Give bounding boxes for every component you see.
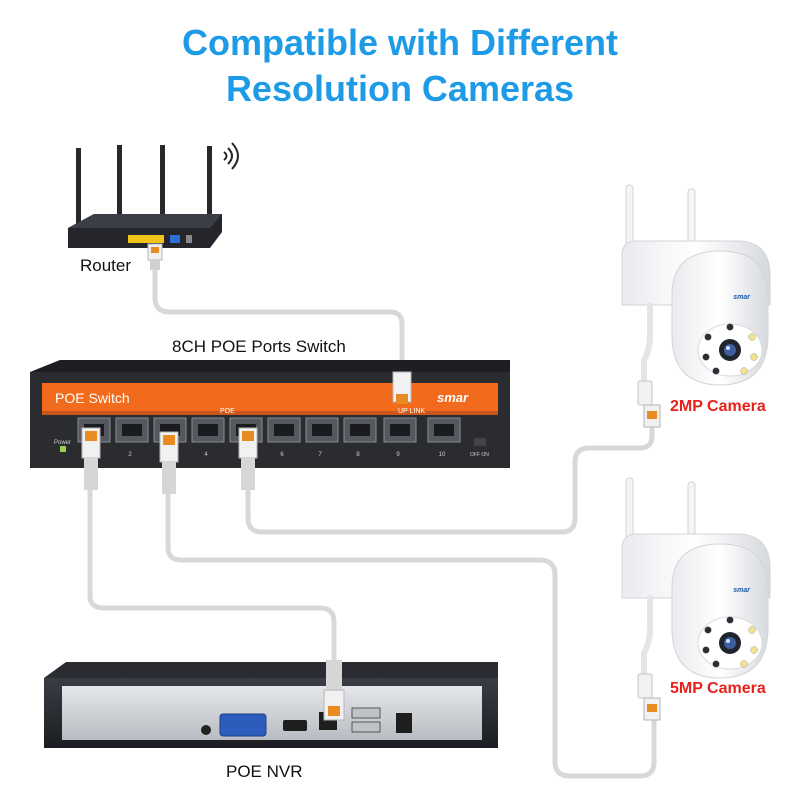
ptz-camera-2mp: smar <box>621 184 771 428</box>
camera-led <box>712 660 720 668</box>
off-on-label: OFF ON <box>470 452 489 458</box>
router-antenna-2 <box>117 145 122 233</box>
poe-group-label: POE <box>220 408 235 415</box>
cable-switch-to-nvr <box>87 487 337 663</box>
camera-dc-connector <box>637 673 653 699</box>
switch-orange-panel <box>42 383 498 411</box>
cables <box>87 265 657 779</box>
router-antenna-1 <box>76 148 81 234</box>
usb-port-2 <box>351 721 381 733</box>
port-5-rj45-plug <box>238 427 258 490</box>
uplink-rj45-plug <box>392 371 412 404</box>
switch-ports: 12345678910 <box>77 417 461 458</box>
router-rj45-plug <box>147 243 163 270</box>
camera-brand-logo: smar <box>733 294 751 301</box>
wifi-signal-icon <box>223 142 239 170</box>
camera-2mp-label: 2MP Camera <box>670 398 766 415</box>
switch-port-number: 8 <box>356 452 360 458</box>
port-1-rj45-plug <box>81 427 101 490</box>
camera-led <box>750 646 758 654</box>
cable-router-to-uplink <box>152 265 405 383</box>
router <box>68 142 239 270</box>
switch-brand-logo: smar <box>437 390 469 405</box>
power-label: Power <box>54 440 71 446</box>
switch-port-number: 10 <box>439 452 446 458</box>
camera-led <box>712 367 720 375</box>
title-line-2: Resolution Cameras <box>225 68 575 109</box>
cable-switch-to-5mp-camera <box>165 491 657 779</box>
router-wan-port <box>170 235 180 243</box>
nvr-label: POE NVR <box>226 762 303 781</box>
title-line-1: Compatible with Different <box>181 22 618 63</box>
dc-power-port <box>396 713 412 733</box>
switch-port-number: 9 <box>396 452 400 458</box>
poe-nvr <box>44 660 498 748</box>
nvr-back-panel <box>62 686 482 740</box>
camera-led <box>740 660 748 668</box>
camera-dc-connector <box>637 380 653 406</box>
nvr-audio-port <box>201 725 211 735</box>
power-led <box>60 446 66 452</box>
camera-pigtail <box>641 595 653 677</box>
camera-led <box>704 333 712 341</box>
usb-port-1 <box>351 707 381 719</box>
camera-brand-logo: smar <box>733 587 751 594</box>
camera-pigtail <box>641 302 653 384</box>
router-lan-ports <box>128 235 164 243</box>
camera-5mp-label: 5MP Camera <box>670 680 766 697</box>
power-switch <box>474 438 486 446</box>
switch-port-number: 7 <box>318 452 322 458</box>
switch-panel-label: POE Switch <box>55 390 130 406</box>
port-3-rj45-plug <box>159 431 179 494</box>
camera-led <box>748 626 756 634</box>
switch-port-2 <box>115 417 149 443</box>
router-antenna-3 <box>160 145 165 233</box>
switch-label: 8CH POE Ports Switch <box>172 337 346 356</box>
poe-switch: 12345678910 POE Switch <box>30 360 510 494</box>
switch-port-number: 6 <box>280 452 284 458</box>
switch-port-number: 4 <box>204 452 208 458</box>
camera-led <box>704 626 712 634</box>
router-antenna-4 <box>207 146 212 234</box>
vga-port <box>219 713 267 737</box>
nvr-rj45-plug <box>323 660 345 721</box>
camera-led <box>726 323 734 331</box>
camera-led <box>748 333 756 341</box>
camera-led <box>726 616 734 624</box>
camera-led <box>750 353 758 361</box>
hdmi-port <box>283 720 307 731</box>
camera-led <box>740 367 748 375</box>
ptz-camera-5mp: smar <box>621 477 771 721</box>
uplink-group-label: UP LINK <box>398 408 425 415</box>
router-label: Router <box>80 256 132 275</box>
switch-port-number: 2 <box>128 452 132 458</box>
camera-led <box>702 646 710 654</box>
camera-led <box>702 353 710 361</box>
cable-switch-to-2mp-camera <box>245 415 655 535</box>
